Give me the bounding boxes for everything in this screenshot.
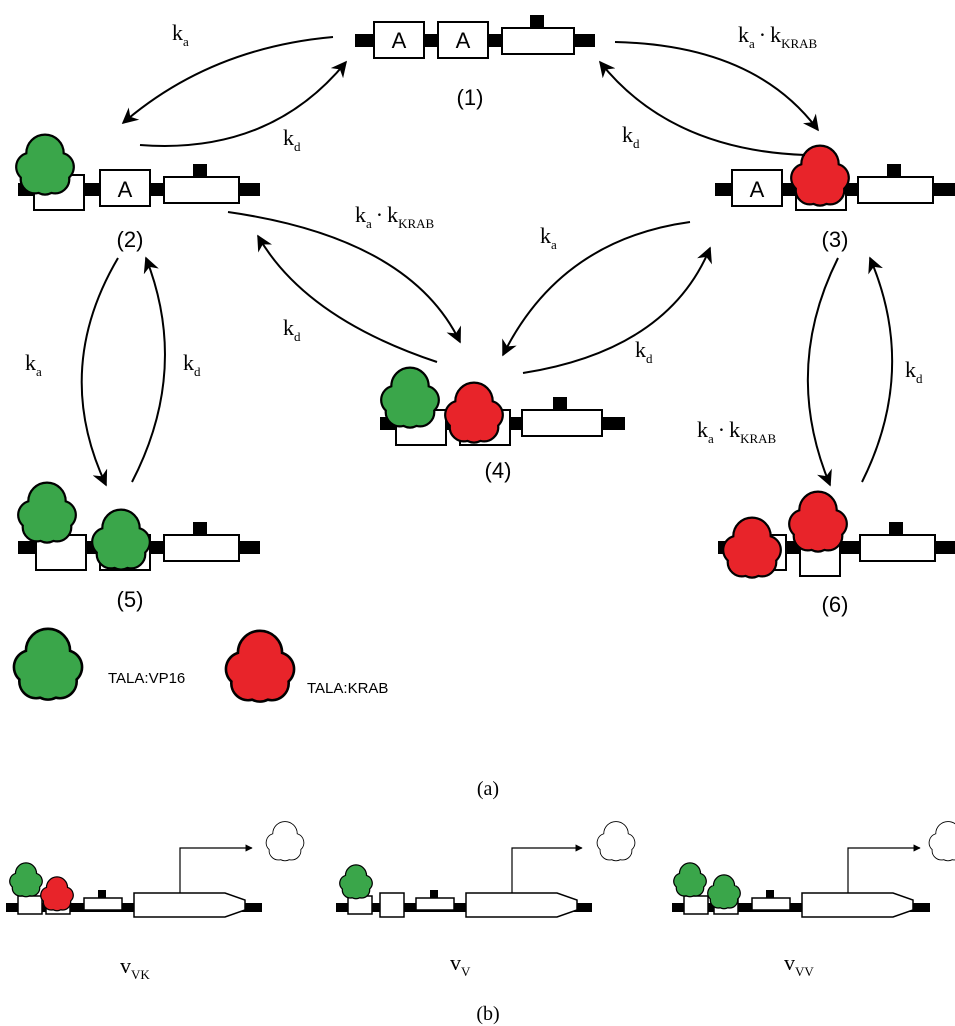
arrow-2-to-1 [139, 60, 348, 147]
tala-vp16-protein [339, 864, 373, 900]
state-label-5: (5) [117, 587, 144, 612]
state-label-1: (1) [457, 85, 484, 110]
site-label: A [750, 177, 765, 202]
output-protein-icon [265, 821, 305, 862]
arrow-2-to-4 [227, 211, 461, 344]
site-label: A [118, 177, 133, 202]
promoter-state-2: A (2) [15, 133, 260, 252]
legend-green-label: TALA:VP16 [108, 670, 185, 687]
tala-vp16-protein [9, 862, 43, 898]
tata-box [501, 27, 575, 55]
rate-ka-kkrab: ka·kKRAB [738, 22, 818, 51]
arrow-3-to-1 [599, 60, 806, 156]
arrow-4-to-2 [257, 234, 438, 363]
rate-v-vk: vVK [120, 953, 150, 982]
output-protein-icon [928, 821, 955, 862]
tala-krab-protein [722, 516, 782, 579]
rate-ka: ka [25, 350, 42, 379]
site-label: A [456, 28, 471, 53]
rate-v-v: vV [450, 950, 471, 979]
rate-kd: kd [283, 315, 301, 344]
arrow-3-to-6 [806, 257, 839, 487]
promoter-state-5: (5) [17, 481, 260, 612]
construct-vv: vVV [672, 821, 955, 979]
arrow-4-to-3 [522, 246, 712, 374]
tala-vp16-protein [380, 366, 440, 429]
promoter-state-6: (6) [718, 490, 955, 617]
arrow-1-to-3 [614, 41, 819, 132]
rate-v-vv: vVV [784, 950, 814, 979]
arrow-3-to-4 [502, 221, 691, 357]
rate-kd: kd [183, 350, 201, 379]
transition-arrows [80, 36, 894, 487]
legend-red-label: TALA:KRAB [307, 680, 388, 697]
tala-vp16-protein [91, 508, 151, 571]
rate-kd: kd [635, 337, 653, 366]
arrow-1-to-2 [121, 36, 334, 125]
legend-red-icon [224, 629, 296, 703]
legend-green-icon [12, 627, 84, 701]
rate-ka-kkrab: ka·kKRAB [697, 417, 777, 446]
tala-vp16-protein [15, 133, 75, 196]
state-label-6: (6) [822, 592, 849, 617]
construct-vk: vVK [6, 821, 305, 982]
promoter-state-3: A (3) [715, 144, 955, 252]
promoter-state-1: A A (1) [355, 15, 595, 110]
tala-vp16-protein [673, 862, 707, 898]
tala-krab-protein [788, 490, 848, 553]
arrow-6-to-3 [861, 256, 894, 483]
tala-krab-protein [444, 381, 504, 444]
rate-ka: ka [540, 223, 557, 252]
binding-site-a-2 [437, 21, 489, 59]
rate-kd: kd [905, 357, 923, 386]
arrow-5-to-2 [131, 256, 166, 483]
output-protein-icon [596, 821, 636, 862]
caption-a: (a) [477, 778, 499, 800]
promoter-state-4: (4) [380, 366, 625, 483]
caption-b: (b) [476, 1003, 499, 1025]
arrow-2-to-5 [80, 257, 119, 487]
tala-krab-protein [40, 876, 74, 912]
site-label: A [392, 28, 407, 53]
construct-v: vV [336, 821, 636, 979]
state-label-4: (4) [485, 458, 512, 483]
binding-site-a-1 [373, 21, 425, 59]
legend: TALA:VP16 TALA:KRAB [12, 627, 388, 703]
rate-labels: ka kd ka·kKRAB kd ka·kKRAB ka kd kd ka k… [25, 20, 923, 446]
state-label-3: (3) [822, 227, 849, 252]
rate-kd: kd [283, 125, 301, 154]
tala-vp16-protein [707, 874, 741, 910]
state-label-2: (2) [117, 227, 144, 252]
rate-ka: ka [172, 20, 189, 49]
rate-ka-kkrab: ka·kKRAB [355, 202, 435, 231]
rate-kd: kd [622, 122, 640, 151]
tala-vp16-protein [17, 481, 77, 544]
